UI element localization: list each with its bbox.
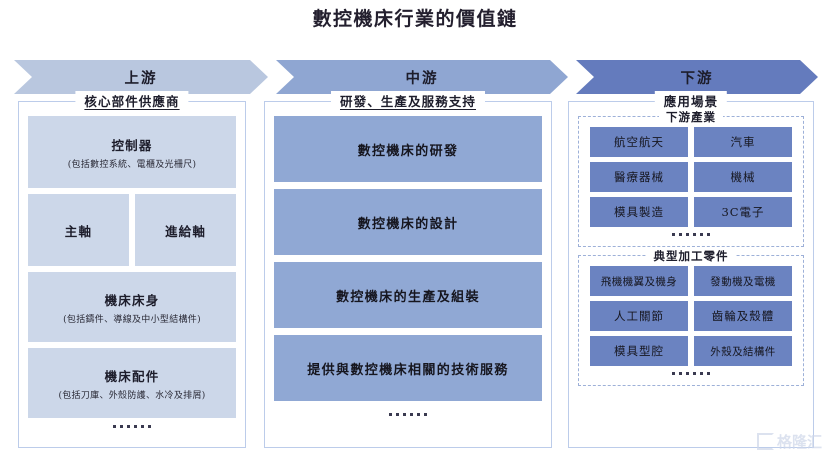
- chip-gears-housings[interactable]: 齒輪及殼體: [694, 301, 792, 331]
- downstream-group-industries: 下游產業 航空航天 汽車 醫療器械 機械 模具製造 3C電子: [578, 109, 804, 247]
- stage-arrow-upstream-label: 上游: [124, 69, 158, 87]
- downstream-group-industries-title: 下游產業: [659, 109, 723, 125]
- stage-arrow-downstream[interactable]: 下游: [576, 60, 818, 94]
- stage-arrow-downstream-label: 下游: [680, 69, 714, 87]
- upstream-box-feed-axis[interactable]: 進給軸: [135, 194, 236, 266]
- upstream-box-machine-parts[interactable]: 機床配件 (包括刀庫、外殼防護、水冷及排屑): [28, 348, 236, 418]
- chip-artificial-joints[interactable]: 人工關節: [590, 301, 688, 331]
- upstream-box-machine-parts-title: 機床配件: [104, 368, 160, 384]
- chip-aerospace[interactable]: 航空航天: [590, 127, 688, 157]
- upstream-box-controller-title: 控制器: [111, 137, 153, 153]
- midstream-box-design-title: 數控機床的設計: [357, 216, 459, 232]
- chip-aircraft-wings-fuselage[interactable]: 飛機機翼及機身: [590, 266, 688, 296]
- chip-3c-electronics[interactable]: 3C電子: [694, 197, 792, 227]
- column-upstream-heading: 核心部件供應商: [75, 91, 189, 110]
- upstream-box-feed-axis-title: 進給軸: [164, 223, 207, 239]
- column-downstream-heading: 應用場景: [654, 91, 728, 110]
- chip-mold-manufacturing[interactable]: 模具製造: [590, 197, 688, 227]
- upstream-box-machine-bed-title: 機床床身: [104, 292, 160, 308]
- upstream-box-machine-parts-subtitle: (包括刀庫、外殼防護、水冷及排屑): [58, 390, 206, 401]
- downstream-group-typical-parts-title: 典型加工零件: [646, 248, 736, 264]
- stage-arrow-upstream[interactable]: 上游: [14, 60, 268, 94]
- midstream-box-design[interactable]: 數控機床的設計: [274, 189, 542, 255]
- stage-arrow-midstream[interactable]: 中游: [276, 60, 568, 94]
- downstream-group-typical-parts: 典型加工零件 飛機機翼及機身 發動機及電機 人工關節 齒輪及殼體 模具型腔 外殼…: [578, 248, 804, 386]
- chip-mold-cavities[interactable]: 模具型腔: [590, 336, 688, 366]
- midstream-ellipsis-dots: [274, 408, 542, 420]
- midstream-box-production[interactable]: 數控機床的生產及組裝: [274, 262, 542, 328]
- downstream-industries-grid: 航空航天 汽車 醫療器械 機械 模具製造 3C電子: [590, 127, 792, 227]
- upstream-box-controller[interactable]: 控制器 (包括數控系統、電櫃及光柵尺): [28, 116, 236, 188]
- upstream-box-pair: 主軸 進給軸: [28, 194, 236, 266]
- chip-engines-motors[interactable]: 發動機及電機: [694, 266, 792, 296]
- downstream-typical-parts-grid: 飛機機翼及機身 發動機及電機 人工關節 齒輪及殼體 模具型腔 外殼及結構件: [590, 266, 792, 366]
- column-upstream-body: 控制器 (包括數控系統、電櫃及光柵尺) 主軸 進給軸 機床床身 (包括鑄件、導線…: [28, 116, 236, 441]
- chip-shells-structural-parts[interactable]: 外殼及結構件: [694, 336, 792, 366]
- column-downstream-body: 下游產業 航空航天 汽車 醫療器械 機械 模具製造 3C電子 典型加工零件 飛機…: [578, 109, 804, 441]
- upstream-box-controller-subtitle: (包括數控系統、電櫃及光柵尺): [67, 159, 197, 170]
- midstream-box-rnd[interactable]: 數控機床的研發: [274, 116, 542, 182]
- downstream-typical-parts-ellipsis-dots: [590, 368, 792, 378]
- column-midstream-heading: 研發、生產及服務支持: [330, 91, 486, 110]
- chip-machinery[interactable]: 機械: [694, 162, 792, 192]
- upstream-box-spindle[interactable]: 主軸: [28, 194, 129, 266]
- stage-arrow-row: 上游 中游 下游: [14, 60, 818, 94]
- upstream-box-spindle-title: 主軸: [64, 223, 93, 239]
- upstream-ellipsis-dots: [28, 420, 236, 432]
- column-midstream: 研發、生產及服務支持 數控機床的研發 數控機床的設計 數控機床的生產及組裝 提供…: [264, 91, 552, 448]
- midstream-box-services[interactable]: 提供與數控機床相關的技術服務: [274, 335, 542, 401]
- column-downstream: 應用場景 下游產業 航空航天 汽車 醫療器械 機械 模具製造 3C電子 典型加工…: [568, 91, 814, 448]
- midstream-box-production-title: 數控機床的生產及組裝: [335, 289, 480, 305]
- page-title: 數控機床行業的價值鏈: [312, 8, 518, 30]
- column-midstream-body: 數控機床的研發 數控機床的設計 數控機床的生產及組裝 提供與數控機床相關的技術服…: [274, 116, 542, 441]
- midstream-box-services-title: 提供與數控機床相關的技術服務: [307, 362, 509, 378]
- chip-medical-devices[interactable]: 醫療器械: [590, 162, 688, 192]
- stage-arrow-midstream-label: 中游: [405, 69, 439, 87]
- column-upstream: 核心部件供應商 控制器 (包括數控系統、電櫃及光柵尺) 主軸 進給軸 機床床身 …: [18, 91, 246, 448]
- upstream-box-machine-bed-subtitle: (包括鑄件、導線及中小型結構件): [63, 314, 201, 325]
- chip-automotive[interactable]: 汽車: [694, 127, 792, 157]
- upstream-box-machine-bed[interactable]: 機床床身 (包括鑄件、導線及中小型結構件): [28, 272, 236, 342]
- midstream-box-rnd-title: 數控機床的研發: [357, 143, 459, 159]
- downstream-industries-ellipsis-dots: [590, 229, 792, 239]
